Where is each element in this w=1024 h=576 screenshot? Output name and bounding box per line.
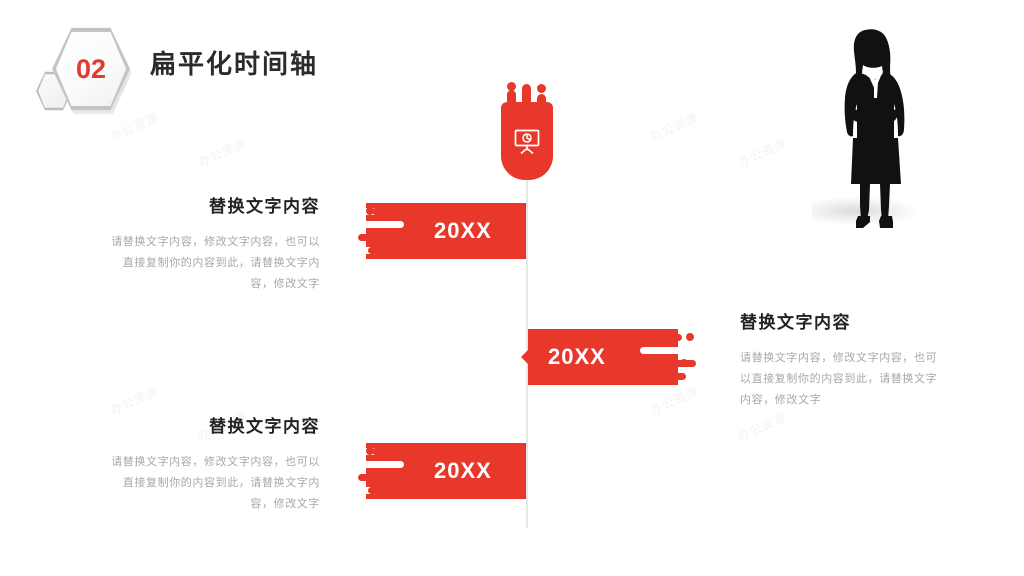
presentation-board-icon: [512, 126, 542, 156]
motion-stripe-detached: [358, 474, 418, 481]
entry-body: 请替换文字内容，修改文字内容，也可以直接复制你的内容到此，请替换文字内容，修改文…: [111, 235, 320, 290]
motion-stripe-detached: [372, 208, 418, 215]
year-bar[interactable]: 20XX: [528, 329, 702, 385]
motion-speck: [366, 447, 374, 455]
page-title: 扁平化时间轴: [150, 50, 319, 80]
marker-dot: [507, 82, 516, 91]
marker-prong: [507, 90, 516, 112]
marker-dot: [537, 84, 546, 93]
year-label: 20XX: [434, 218, 492, 243]
entry-text-block: 替换文字内容 请替换文字内容，修改文字内容，也可以直接复制你的内容到此，请替换文…: [100, 192, 320, 294]
motion-stripe-detached: [358, 234, 418, 241]
motion-stripe-detached: [372, 448, 418, 455]
spine-connector-notch: [521, 350, 528, 364]
entry-text-block: 替换文字内容 请替换文字内容，修改文字内容，也可以直接复制你的内容到此，请替换文…: [740, 308, 945, 410]
motion-speck: [370, 473, 378, 481]
marker-body: [501, 102, 553, 180]
motion-stripe: [342, 247, 384, 254]
spine-connector-notch: [519, 464, 526, 478]
section-badge: 02: [36, 27, 132, 115]
motion-speck: [686, 333, 694, 341]
slide-header: 02 扁平化时间轴: [0, 0, 1024, 120]
entry-heading: 替换文字内容: [740, 313, 851, 333]
motion-stripe: [344, 461, 404, 468]
spine-connector-notch: [519, 224, 526, 238]
entry-heading: 替换文字内容: [209, 417, 320, 437]
motion-stripe-detached: [636, 334, 682, 341]
motion-stripe: [640, 347, 700, 354]
motion-stripe-detached: [658, 373, 686, 380]
year-label: 20XX: [548, 344, 606, 369]
timeline-top-marker: [490, 82, 564, 182]
timeline-spine: [526, 100, 528, 528]
motion-stripe-detached: [368, 247, 396, 254]
motion-speck: [366, 207, 374, 215]
motion-stripe-detached: [636, 360, 696, 367]
entry-body: 请替换文字内容，修改文字内容，也可以直接复制你的内容到此，请替换文字内容，修改文…: [740, 351, 938, 406]
businesswoman-silhouette: [820, 24, 930, 232]
entry-body: 请替换文字内容，修改文字内容，也可以直接复制你的内容到此，请替换文字内容，修改文…: [111, 455, 320, 510]
motion-stripe: [344, 221, 404, 228]
marker-prong: [522, 84, 531, 114]
motion-stripe-detached: [368, 487, 396, 494]
motion-stripe: [342, 487, 384, 494]
entry-heading: 替换文字内容: [209, 197, 320, 217]
year-label: 20XX: [434, 458, 492, 483]
section-number: 02: [75, 53, 107, 84]
motion-speck: [370, 233, 378, 241]
entry-text-block: 替换文字内容 请替换文字内容，修改文字内容，也可以直接复制你的内容到此，请替换文…: [100, 412, 320, 514]
motion-speck: [680, 359, 688, 367]
